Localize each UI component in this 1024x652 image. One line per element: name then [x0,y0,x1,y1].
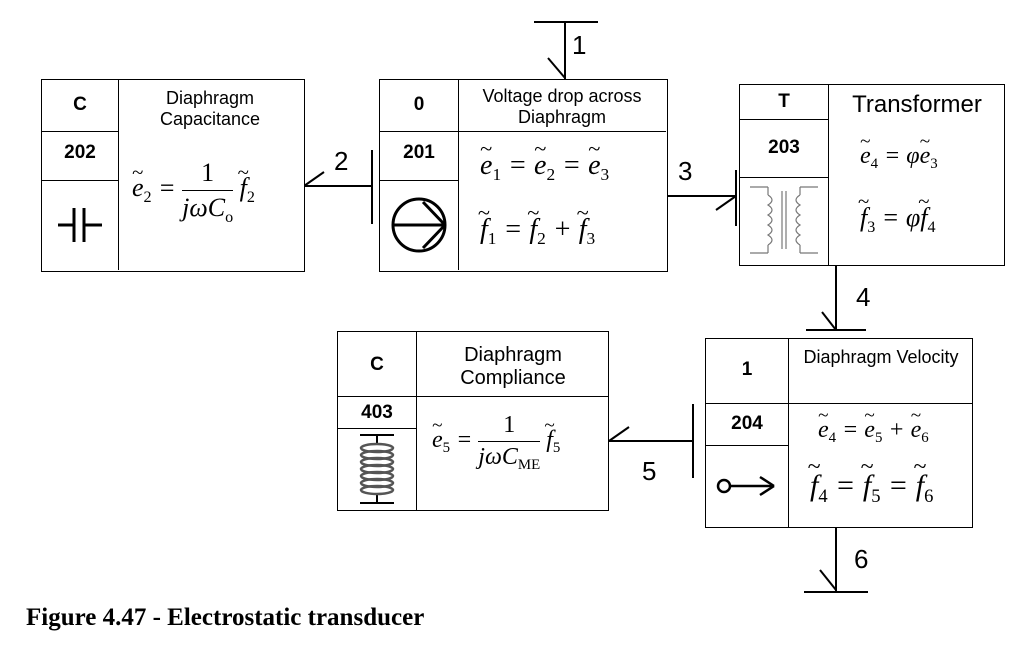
equation-e4: e4 = φe3 [860,143,938,172]
equation-e-equal: e1 = e2 = e3 [480,150,609,184]
bond-4-half-arrow [821,311,837,331]
figure-caption: Figure 4.47 - Electrostatic transducer [26,604,425,631]
element-type: C [370,354,384,375]
bond-label-3: 3 [678,156,693,186]
element-type: T [778,91,790,112]
element-title: Transformer [852,91,982,118]
one-junction-element: 1 204 Diaphragm Velocity e4 = e5 + e6 f4… [705,338,973,528]
element-number: 403 [361,402,393,423]
bond-label-1: 1 [572,30,587,60]
element-title: Voltage drop across Diaphragm [482,86,642,127]
element-title: Diaphragm Velocity [803,347,959,367]
equation-f-sum: f1 = f2 + f3 [480,214,595,248]
bond-label-4: 4 [856,282,871,312]
element-number: 204 [731,413,763,434]
element-type: 1 [741,359,753,380]
transformer-icon [748,181,820,264]
element-type: 0 [413,94,425,115]
bond-2-half-arrow [303,171,325,187]
equation-f3: f3 = φf4 [860,203,936,236]
element-title: Diaphragm Compliance [460,344,566,389]
element-number: 201 [403,142,435,163]
spring-icon [350,432,404,511]
transformer-element: T 203 Transformer e4 = φe3 f3 = φf4 [739,84,1005,266]
flow-source-icon [388,192,450,263]
element-type: C [73,94,87,115]
element-number: 202 [64,142,96,163]
velocity-arrow-icon [716,471,782,506]
bond-label-2: 2 [334,146,349,176]
capacitor-icon [56,200,106,255]
bond-6-half-arrow [819,569,837,591]
zero-junction-element: 0 201 Voltage drop across Diaphragm e1 =… [379,79,668,272]
element-title: Diaphragm Capacitance [159,88,261,129]
bond-1-half-arrow [547,57,566,79]
bond-5-half-arrow [608,426,630,442]
bond-label-5: 5 [642,456,657,486]
equation-f-equal: f4 = f5 = f6 [810,469,933,507]
element-number: 203 [768,137,800,158]
bond-label-6: 6 [854,544,869,574]
equation-e4-sum: e4 = e5 + e6 [818,417,929,446]
bond-3-half-arrow [715,195,737,211]
